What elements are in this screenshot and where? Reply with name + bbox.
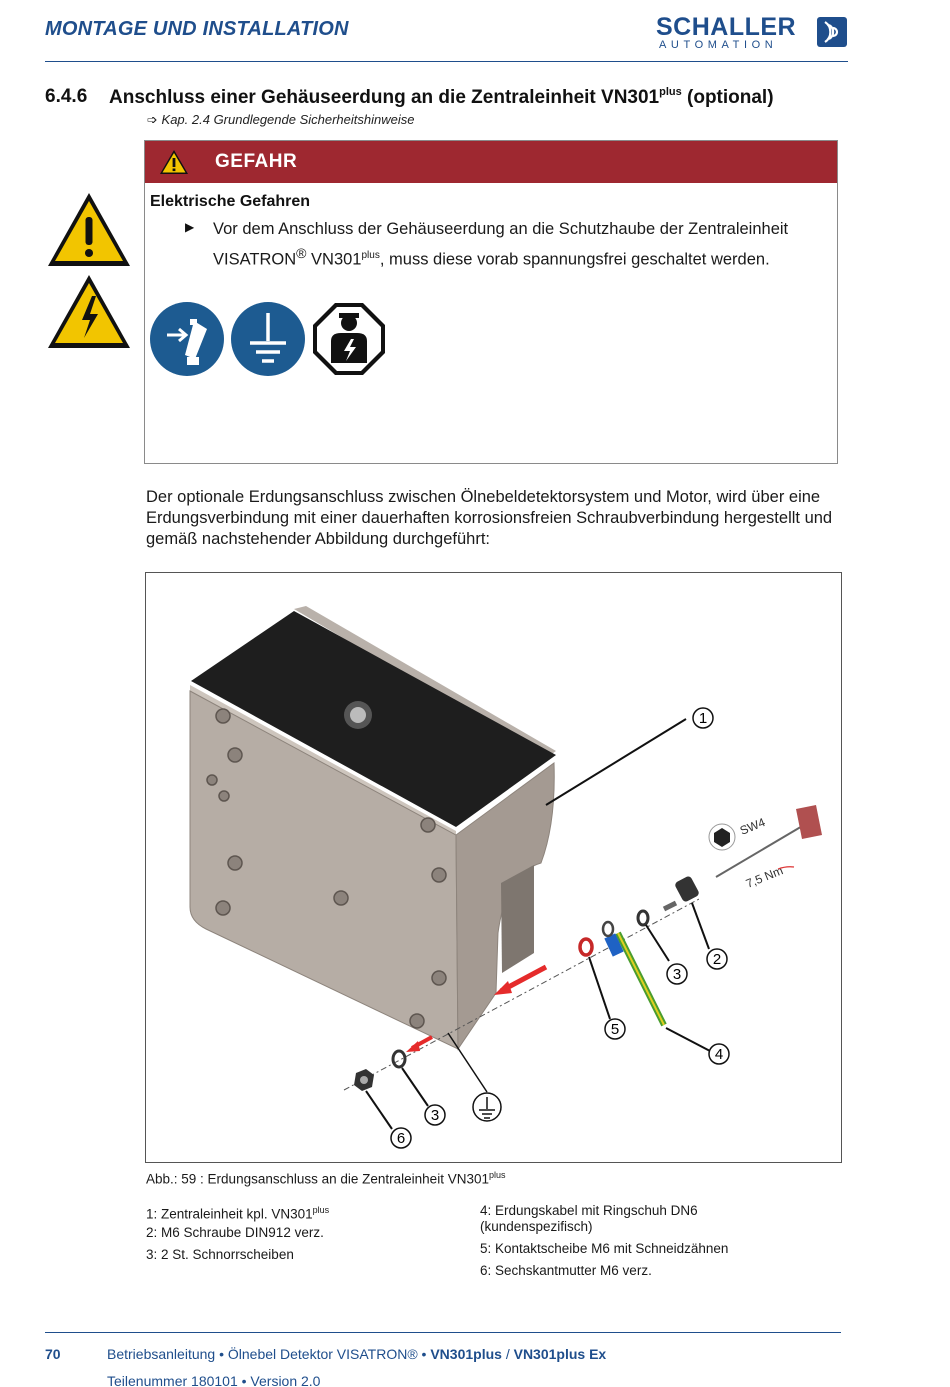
ground-icon (231, 302, 305, 376)
housing-screws (206, 708, 447, 1029)
caption-text: Erdungsanschluss an die Zentraleinheit V… (207, 1171, 489, 1187)
legend-item-2: 2: M6 Schraube DIN912 verz. (146, 1225, 324, 1240)
logo-subtext: AUTOMATION (659, 39, 778, 51)
danger-text-sup: plus (361, 250, 380, 261)
callout-5: 5 (611, 1021, 619, 1038)
callout-6: 6 (397, 1130, 405, 1147)
label-torque: 7,5 Nm (744, 863, 785, 890)
housing-recess (501, 865, 534, 973)
danger-label: GEFAHR (215, 151, 298, 172)
assembly-axis (343, 897, 702, 1091)
leader-line-1 (545, 718, 687, 806)
legend-item-1-sup: plus (312, 1205, 330, 1215)
disconnect-power-icon (150, 302, 224, 376)
legend-item-5: 5: Kontaktscheibe M6 mit Schneidzähnen (480, 1241, 729, 1256)
footer-line-1: Betriebsanleitung • Ölnebel Detektor VIS… (107, 1346, 606, 1362)
cross-reference-text: Kap. 2.4 Grundlegende Sicherheitshinweis… (161, 112, 415, 127)
bullet-icon: ▶ (185, 220, 195, 234)
danger-text-part1: Vor dem Anschluss der Gehäuseerdung an d… (213, 220, 789, 269)
logo-text: SCHALLER (656, 13, 797, 41)
danger-warning-icon (160, 150, 188, 174)
footer-plain: Betriebsanleitung • Ölnebel Detektor VIS… (107, 1346, 431, 1362)
callout-leaders (365, 902, 711, 1130)
m6-screw (675, 876, 699, 902)
legend-item-3: 3: 2 St. Schnorrscheiben (146, 1247, 294, 1262)
section-title-suffix: (optional) (681, 87, 774, 108)
contact-washer (578, 937, 594, 957)
callout-1: 1 (699, 710, 707, 727)
cross-reference-link[interactable]: ➩ Kap. 2.4 Grundlegende Sicherheitshinwe… (147, 112, 414, 128)
hex-key (715, 824, 805, 878)
section-title: Anschluss einer Gehäuseerdung an die Zen… (109, 86, 774, 109)
footer-line-2: Teilenummer 180101 • Version 2.0 (107, 1373, 321, 1387)
legend-item-1: 1: Zentraleinheit kpl. VN301plus (146, 1202, 329, 1223)
general-warning-icon (48, 193, 130, 266)
footer-separator: / (501, 1346, 514, 1362)
housing-front (189, 690, 459, 1050)
danger-header: GEFAHR (145, 141, 837, 183)
callout-2: 2 (713, 951, 721, 968)
danger-text-part3: , muss diese vorab spannungsfrei geschal… (379, 250, 770, 269)
legend-item-4: 4: Erdungskabel mit Ringschuh DN6 (kunde… (480, 1203, 698, 1234)
qualified-electrician-icon (313, 303, 385, 375)
callout-4: 4 (715, 1046, 723, 1063)
ring-terminal (604, 933, 624, 957)
logo-mark-icon (817, 17, 847, 47)
page-number: 70 (45, 1346, 61, 1362)
footer-product-b: VN301plus Ex (513, 1346, 607, 1362)
footer-product-a: VN301plus (430, 1346, 502, 1362)
grounding-figure: SW4 7,5 Nm 1 2 3 4 5 (145, 572, 842, 1163)
electric-warning-icon (48, 275, 130, 348)
arrow-icon: ➩ (147, 112, 158, 127)
schaller-logo: SCHALLER AUTOMATION (656, 13, 848, 51)
section-title-main: Anschluss einer Gehäuseerdung an die Zen… (109, 87, 660, 108)
mandatory-icons (150, 302, 385, 376)
body-paragraph: Der optionale Erdungsanschluss zwischen … (146, 488, 833, 548)
torque-handle (796, 805, 822, 839)
legend-item-6: 6: Sechskantmutter M6 verz. (480, 1263, 652, 1278)
caption-prefix: Abb.: 59 : (146, 1171, 208, 1187)
header-rule (45, 61, 848, 62)
figure-caption: Abb.: 59 : Erdungsanschluss an die Zentr… (146, 1170, 506, 1187)
lock-washer-upper (636, 909, 650, 927)
housing-side (455, 762, 555, 1051)
registered-mark: ® (296, 245, 307, 261)
callout-3-upper: 3 (673, 966, 681, 983)
assembly-drawing: SW4 7,5 Nm 1 2 3 4 5 (189, 606, 822, 1149)
callout-3-lower: 3 (431, 1107, 439, 1124)
section-title-sup: plus (659, 86, 682, 98)
housing-top (191, 611, 556, 827)
callouts: 1 2 3 4 5 6 3 (390, 707, 730, 1149)
lock-washer-lower (391, 1049, 407, 1069)
danger-notice: GEFAHR Elektrische Gefahren ▶ Vor dem An… (144, 140, 838, 464)
legend-item-1-text: 1: Zentraleinheit kpl. VN301 (146, 1206, 313, 1222)
danger-text: Vor dem Anschluss der Gehäuseerdung an d… (213, 217, 813, 272)
header-title: MONTAGE UND INSTALLATION (45, 18, 349, 40)
footer-rule (45, 1332, 841, 1333)
side-warning-icons (48, 193, 130, 348)
section-number: 6.4.6 (45, 86, 88, 107)
label-sw: SW4 (738, 815, 768, 838)
danger-text-part2: VN301 (306, 250, 362, 269)
danger-subtitle: Elektrische Gefahren (150, 193, 311, 210)
caption-sup: plus (488, 1170, 506, 1180)
